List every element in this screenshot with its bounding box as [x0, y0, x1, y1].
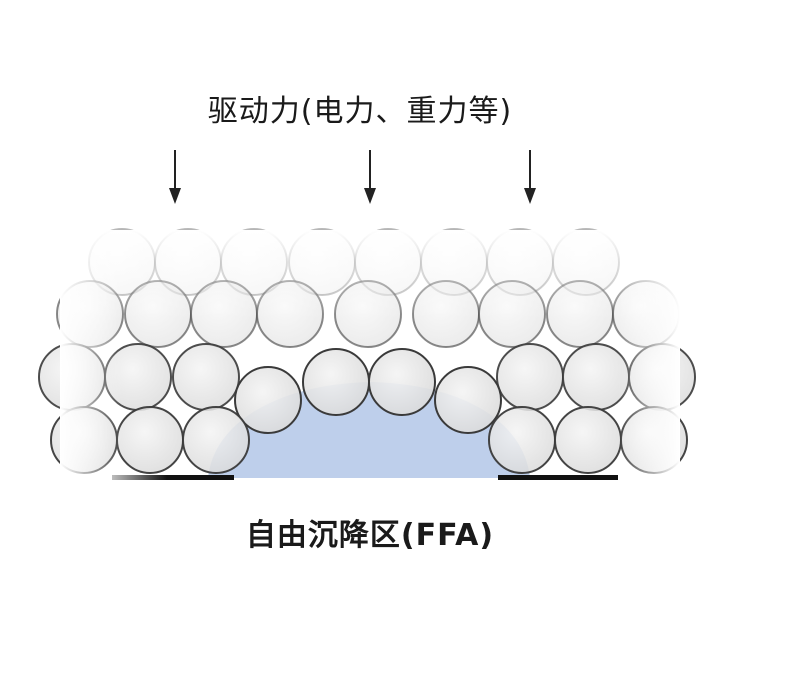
side-fade: [60, 230, 680, 480]
force-arrows: [169, 150, 536, 204]
driving-force-label: 驱动力(电力、重力等): [207, 94, 513, 129]
arrow-down-icon: [364, 150, 376, 204]
arrow-down-icon: [524, 150, 536, 204]
substrate-right: [498, 475, 618, 480]
arrow-down-icon: [169, 150, 181, 204]
substrate-left: [112, 475, 234, 480]
free-fall-zone-label: 自由沉降区(FFA): [245, 518, 495, 553]
